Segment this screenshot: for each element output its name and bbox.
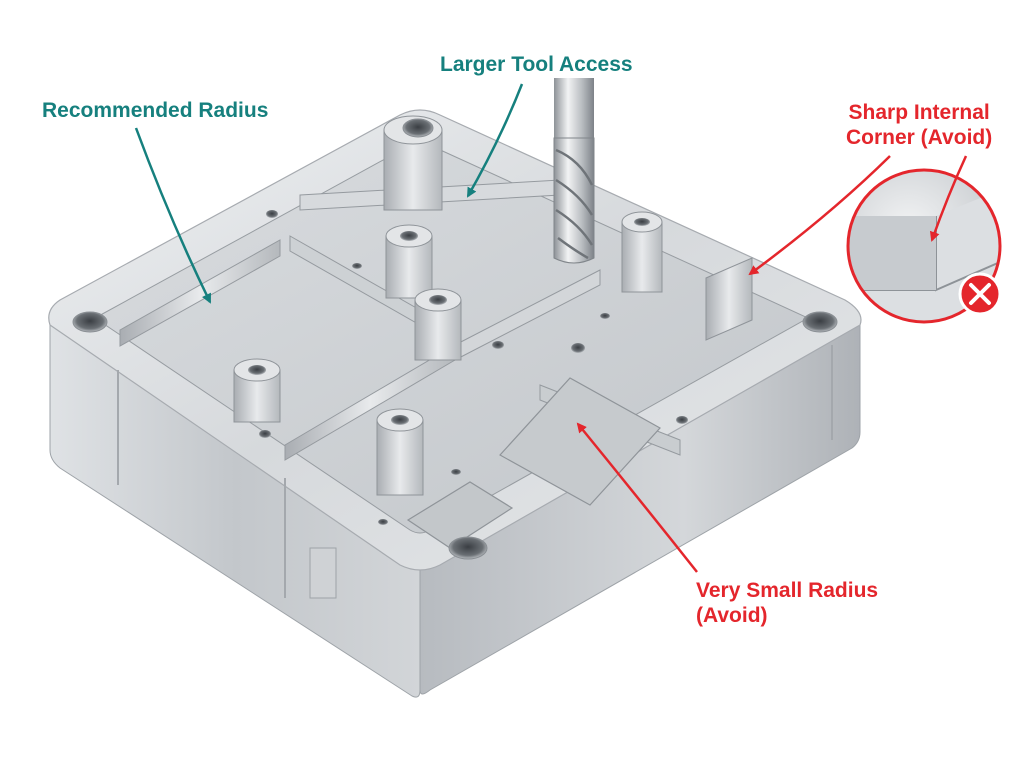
boss-2	[233, 358, 281, 423]
end-mill-tool	[553, 78, 595, 264]
rib-center-left	[119, 239, 281, 347]
arrow-icon	[748, 155, 891, 276]
boss-3	[376, 408, 424, 496]
corner-hole-bottom	[448, 536, 488, 560]
label-larger-tool-access: Larger Tool Access	[440, 53, 633, 76]
tool-flutes	[553, 137, 595, 264]
label-very-small-radius: Very Small Radius (Avoid)	[696, 578, 878, 628]
small-pocket	[499, 377, 661, 506]
block-right-face	[419, 324, 861, 695]
sharp-corner-wall	[705, 257, 753, 341]
label-small-radius-line2: (Avoid)	[696, 604, 768, 628]
boss-5	[621, 211, 663, 293]
corner-hole-right	[802, 311, 838, 333]
arrow-icon	[134, 127, 212, 304]
annotation-arrows	[134, 83, 968, 573]
arrow-icon	[929, 155, 968, 242]
mounting-holes	[72, 118, 838, 560]
arrow-icon	[466, 83, 524, 198]
block-side-tab	[309, 547, 337, 599]
boss-1	[385, 224, 433, 299]
arrow-icon	[576, 422, 698, 573]
close-icon	[958, 272, 1002, 316]
boss-4	[414, 288, 462, 361]
small-pocket-lower	[406, 481, 514, 549]
label-recommended-radius: Recommended Radius	[42, 99, 269, 122]
label-sharp-corner-line2: Corner (Avoid)	[846, 126, 993, 150]
label-sharp-internal-corner: Sharp Internal Corner (Avoid)	[846, 100, 992, 150]
label-sharp-corner-line1: Sharp Internal	[848, 101, 990, 124]
label-small-radius-line1: Very Small Radius	[696, 579, 879, 602]
corner-hole-left	[72, 311, 108, 333]
sharp-corner-inset	[846, 168, 1002, 324]
corner-hole-top	[402, 118, 434, 138]
tool-shank	[554, 78, 594, 138]
